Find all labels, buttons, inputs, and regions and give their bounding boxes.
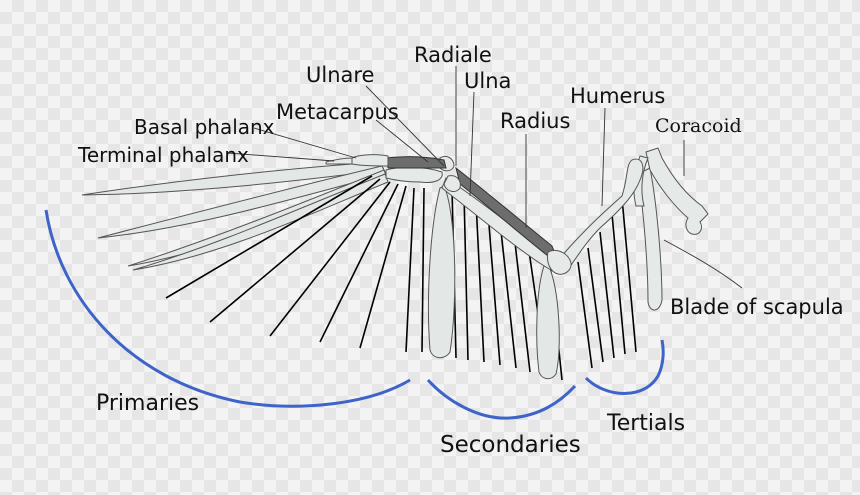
label-primaries: Primaries	[96, 391, 199, 416]
elbow-joint	[547, 249, 572, 275]
label-coracoid: Coracoid	[655, 115, 742, 137]
label-tertials: Tertials	[606, 411, 685, 436]
label-radius: Radius	[500, 109, 570, 133]
label-ulna: Ulna	[464, 69, 511, 93]
label-blade-of-scapula: Blade of scapula	[670, 295, 844, 319]
primary-feathers-outer	[81, 161, 389, 271]
primary-feather-shafts	[165, 175, 425, 353]
label-basal-phalanx: Basal phalanx	[134, 115, 275, 139]
secondaries-bracket	[426, 378, 577, 420]
ulnare-bone	[443, 175, 461, 192]
label-metacarpus: Metacarpus	[276, 100, 399, 124]
terminal-phalanx-bone	[325, 157, 353, 165]
basal-phalanx-bone	[351, 154, 389, 167]
secondary-feather-light-1	[427, 185, 456, 359]
tertials-bracket	[584, 339, 665, 395]
ulna-bone	[441, 177, 561, 273]
primaries-bracket	[44, 209, 411, 408]
label-humerus: Humerus	[570, 84, 665, 108]
secondary-feather-light-2	[536, 263, 560, 380]
tertial-feather-shafts	[577, 197, 637, 369]
leader-lines	[227, 66, 743, 289]
metacarpus-lower	[385, 166, 443, 183]
label-radiale: Radiale	[414, 43, 492, 67]
label-ulnare: Ulnare	[306, 63, 374, 87]
metacarpus-bone	[385, 156, 447, 169]
label-terminal-phalanx: Terminal phalanx	[77, 143, 249, 167]
coracoid-bone	[645, 147, 709, 235]
label-secondaries: Secondaries	[440, 432, 581, 458]
humerus-bone	[559, 158, 644, 273]
scapula-bone	[637, 167, 663, 311]
